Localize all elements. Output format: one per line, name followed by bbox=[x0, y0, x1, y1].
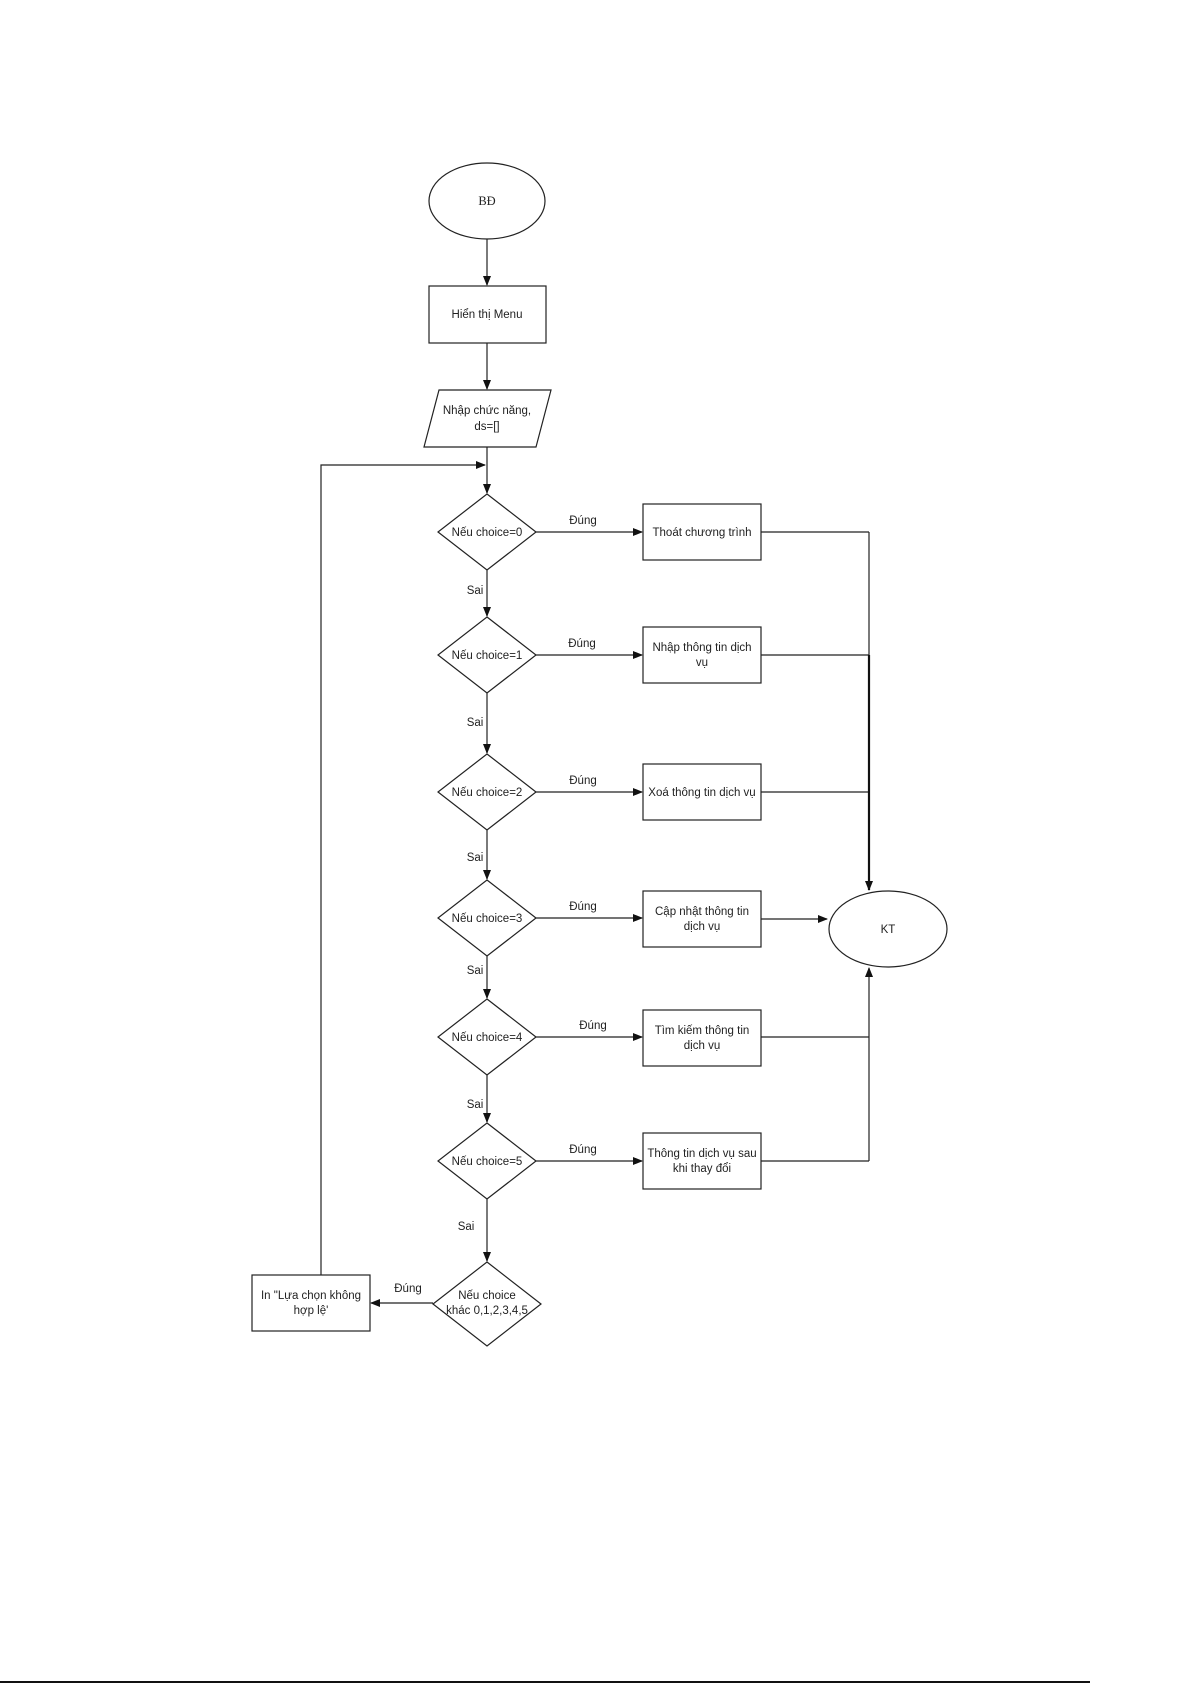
invalid-decision-line-1: Nếu choice bbox=[458, 1290, 516, 1302]
display-menu-node: Hiển thị Menu bbox=[428, 285, 547, 344]
print-invalid-node: In "Lựa chọn không hợp lệ' bbox=[251, 1274, 371, 1332]
invalid-decision-line-2: khác 0,1,2,3,4,5 bbox=[446, 1305, 528, 1317]
decision-choice-4: Nếu choice=4 bbox=[437, 998, 537, 1076]
end-label: KT bbox=[881, 924, 896, 936]
action-label-line-2: dịch vụ bbox=[684, 1040, 720, 1052]
action-label-line-1: Thoát chương trình bbox=[653, 527, 752, 539]
action-box bbox=[642, 1132, 762, 1190]
no-label-0: Sai bbox=[467, 585, 484, 597]
action-label-line-1: Thông tin dịch vụ sau bbox=[647, 1148, 756, 1160]
input-node: Nhập chức năng, ds=[] bbox=[423, 389, 552, 448]
decision-choice-3: Nếu choice=3 bbox=[437, 879, 537, 957]
action-label-line-1: Cập nhật thông tin bbox=[655, 906, 749, 918]
action-box bbox=[642, 890, 762, 948]
decision-condition-label: Nếu choice=0 bbox=[452, 527, 523, 539]
action-box bbox=[642, 1009, 762, 1067]
action-box bbox=[642, 763, 762, 821]
yes-label-5: Đúng bbox=[569, 1144, 597, 1156]
print-invalid-line-1: In "Lựa chọn không bbox=[261, 1290, 361, 1302]
action-node-0: Thoát chương trình bbox=[642, 503, 762, 561]
action-node-4: Tìm kiếm thông tin dịch vụ bbox=[642, 1009, 762, 1067]
decision-condition-label: Nếu choice=2 bbox=[452, 787, 523, 799]
page-bottom-rule bbox=[0, 1681, 1090, 1683]
decision-condition-label: Nếu choice=3 bbox=[452, 913, 523, 925]
print-invalid-line-2: hợp lệ' bbox=[294, 1305, 329, 1317]
yes-label-2: Đúng bbox=[569, 775, 597, 787]
yes-label-3: Đúng bbox=[569, 901, 597, 913]
action-label-line-1: Nhập thông tin dịch bbox=[652, 642, 751, 654]
decision-choice-0: Nếu choice=0 bbox=[437, 493, 537, 571]
decision-condition-label: Nếu choice=1 bbox=[452, 650, 523, 662]
action-node-3: Cập nhật thông tin dịch vụ bbox=[642, 890, 762, 948]
yes-label-0: Đúng bbox=[569, 515, 597, 527]
loop-back-arrow bbox=[320, 461, 486, 1275]
no-label-1: Sai bbox=[467, 717, 484, 729]
start-node: BĐ bbox=[428, 162, 546, 240]
yes-label-4: Đúng bbox=[579, 1020, 607, 1032]
action-label-line-1: Xoá thông tin dịch vụ bbox=[648, 787, 755, 799]
action-label-line-1: Tìm kiếm thông tin bbox=[655, 1025, 750, 1037]
start-label: BĐ bbox=[478, 194, 495, 208]
invalid-choice-decision: Nếu choice khác 0,1,2,3,4,5 bbox=[432, 1261, 542, 1347]
end-node: KT bbox=[828, 890, 948, 968]
action-box bbox=[642, 503, 762, 561]
no-label-2: Sai bbox=[467, 852, 484, 864]
no-label-3: Sai bbox=[467, 965, 484, 977]
action-label-line-2: khi thay đổi bbox=[673, 1163, 731, 1175]
action-label-line-2: vụ bbox=[696, 657, 708, 669]
input-label-line-1: Nhập chức năng, bbox=[443, 405, 531, 417]
action-node-5: Thông tin dịch vụ sau khi thay đổi bbox=[642, 1132, 762, 1190]
action-label-line-2: dịch vụ bbox=[684, 921, 720, 933]
action-box bbox=[642, 626, 762, 684]
decision-choice-1: Nếu choice=1 bbox=[437, 616, 537, 694]
yes-label-1: Đúng bbox=[568, 638, 596, 650]
display-menu-label: Hiển thị Menu bbox=[452, 309, 523, 321]
decision-condition-label: Nếu choice=4 bbox=[452, 1032, 523, 1044]
decision-choice-2: Nếu choice=2 bbox=[437, 753, 537, 831]
action-node-1: Nhập thông tin dịch vụ bbox=[642, 626, 762, 684]
no-label-invalid: Sai bbox=[458, 1221, 475, 1233]
yes-label-invalid: Đúng bbox=[394, 1283, 422, 1295]
input-label-line-2: ds=[] bbox=[474, 421, 499, 433]
decision-choice-5: Nếu choice=5 bbox=[437, 1122, 537, 1200]
no-label-4: Sai bbox=[467, 1099, 484, 1111]
decision-condition-label: Nếu choice=5 bbox=[452, 1156, 523, 1168]
action-node-2: Xoá thông tin dịch vụ bbox=[642, 763, 762, 821]
